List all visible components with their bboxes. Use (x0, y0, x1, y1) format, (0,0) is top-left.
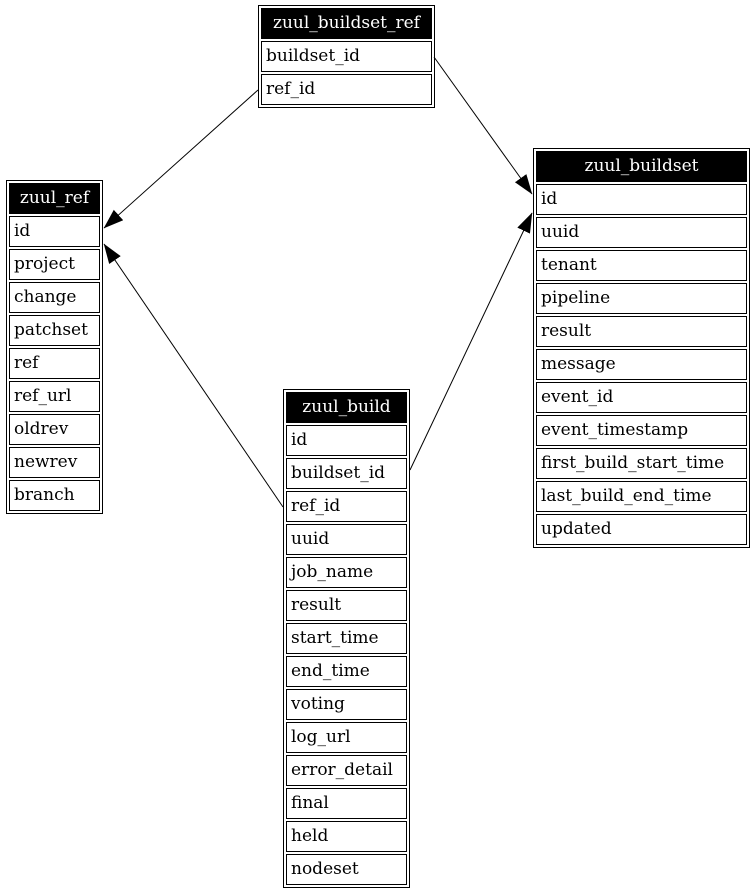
column-row-ref-url: ref_url (9, 381, 100, 412)
column-row-event-timestamp: event_timestamp (536, 415, 747, 446)
edge-zuul-build-buildset-id-to-zuul-buildset-id (409, 212, 533, 471)
column-row-error-detail: error_detail (286, 755, 407, 786)
column-row-nodeset: nodeset (286, 854, 407, 885)
edge-zuul-buildset-ref-ref-id-to-zuul-ref-id (103, 89, 259, 229)
column-row-updated: updated (536, 514, 747, 545)
column-row-first-build-start-time: first_build_start_time (536, 448, 747, 479)
column-row-start-time: start_time (286, 623, 407, 654)
column-row-buildset-id: buildset_id (286, 458, 407, 489)
column-row-newrev: newrev (9, 447, 100, 478)
column-row-voting: voting (286, 689, 407, 720)
table-title: zuul_build (286, 392, 407, 423)
column-row-last-build-end-time: last_build_end_time (536, 481, 747, 512)
table-title: zuul_buildset_ref (261, 8, 432, 39)
column-row-held: held (286, 821, 407, 852)
table-title: zuul_ref (9, 183, 100, 214)
column-row-id: id (536, 184, 747, 215)
column-row-change: change (9, 282, 100, 313)
table-title: zuul_buildset (536, 151, 747, 182)
column-row-job-name: job_name (286, 557, 407, 588)
column-row-tenant: tenant (536, 250, 747, 281)
column-row-branch: branch (9, 480, 100, 511)
column-row-buildset-id: buildset_id (261, 41, 432, 72)
column-row-log-url: log_url (286, 722, 407, 753)
column-row-result: result (536, 316, 747, 347)
column-row-patchset: patchset (9, 315, 100, 346)
column-row-id: id (286, 425, 407, 456)
column-row-uuid: uuid (536, 217, 747, 248)
edge-zuul-build-ref-id-to-zuul-ref-id (103, 243, 284, 508)
column-row-ref-id: ref_id (261, 74, 432, 105)
column-row-ref-id: ref_id (286, 491, 407, 522)
column-row-message: message (536, 349, 747, 380)
column-row-project: project (9, 249, 100, 280)
column-row-ref: ref (9, 348, 100, 379)
column-row-end-time: end_time (286, 656, 407, 687)
column-row-uuid: uuid (286, 524, 407, 555)
edge-zuul-buildset-ref-buildset-id-to-zuul-buildset-id (433, 56, 533, 195)
column-row-result: result (286, 590, 407, 621)
column-row-id: id (9, 216, 100, 247)
column-row-pipeline: pipeline (536, 283, 747, 314)
column-row-oldrev: oldrev (9, 414, 100, 445)
column-row-event-id: event_id (536, 382, 747, 413)
column-row-final: final (286, 788, 407, 819)
